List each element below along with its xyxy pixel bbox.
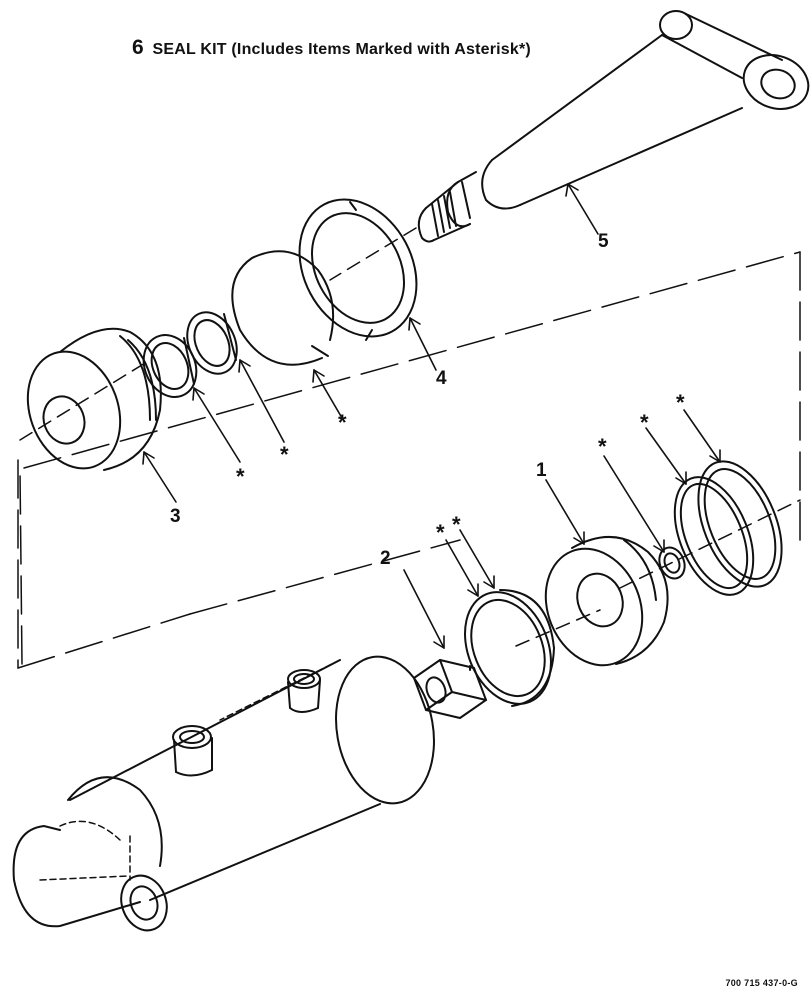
retaining-nut — [277, 179, 440, 357]
callout-1: 1 — [536, 460, 547, 481]
asterisk-snap-ring: * — [338, 410, 347, 435]
asterisk-wear-ring-medium: * — [640, 410, 649, 435]
asterisk-o-ring: * — [598, 434, 607, 459]
diagram-title: 6 SEAL KIT (Includes Items Marked with A… — [132, 36, 531, 60]
callout-2: 2 — [380, 548, 391, 569]
asterisk-piston-seal-b: * — [452, 512, 461, 537]
piston-rod — [330, 11, 812, 280]
assembly-guide-lines — [18, 252, 800, 668]
asterisk-wear-ring-large: * — [676, 390, 685, 415]
wear-ring-medium — [659, 466, 768, 606]
asterisk-seal-inner: * — [280, 442, 289, 467]
seal-ring-outer — [134, 327, 206, 406]
cylinder-barrel — [14, 649, 446, 937]
snap-ring — [232, 251, 333, 364]
wear-ring-large — [682, 449, 798, 598]
callout-4: 4 — [436, 368, 447, 389]
callout-5: 5 — [598, 231, 609, 252]
rod-centerline-right — [620, 500, 800, 588]
piston-seal-pair — [449, 579, 567, 717]
asterisk-piston-seal-a: * — [436, 520, 445, 545]
asterisk-seal-outer: * — [236, 464, 245, 489]
hex-nut — [414, 660, 486, 718]
drawing-number: 700 715 437-0-G — [725, 978, 798, 988]
piston — [516, 534, 668, 680]
title-item-number: 6 — [132, 36, 144, 59]
callout-3: 3 — [170, 506, 181, 527]
leader-arrows — [143, 184, 720, 648]
gland — [12, 329, 161, 482]
title-text: SEAL KIT (Includes Items Marked with Ast… — [152, 41, 531, 58]
